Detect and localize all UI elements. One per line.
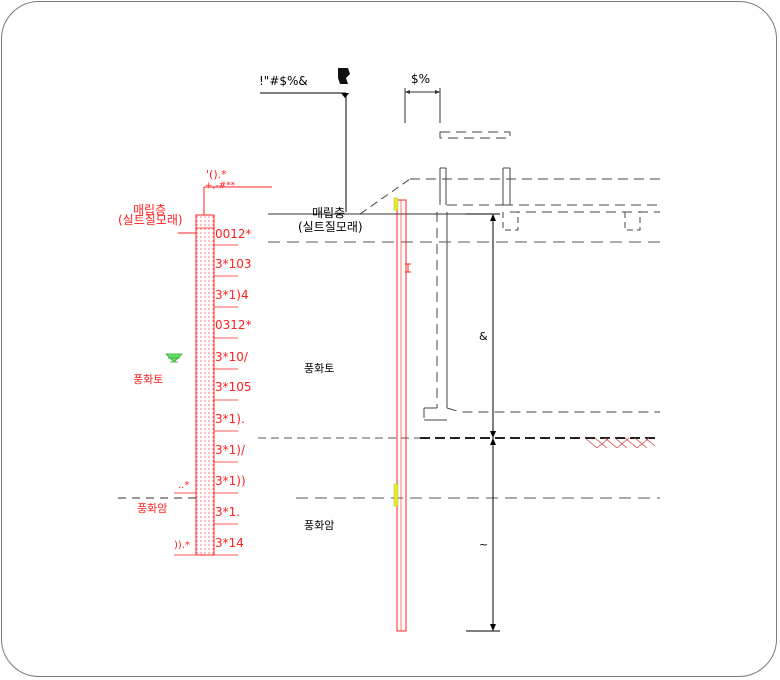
structure-outline xyxy=(359,131,660,421)
nvalue-1: 0012* xyxy=(215,227,252,241)
top-callout-label: !"#$%& xyxy=(259,74,308,88)
depth-mark-1: ..* xyxy=(178,480,189,491)
nvalue-3: 3*1)4 xyxy=(215,288,249,302)
dimension-upper-label: & xyxy=(479,330,488,343)
ground-hatch xyxy=(584,437,656,449)
water-table-icon xyxy=(165,353,183,363)
section-weathered-soil-label: 풍화토 xyxy=(304,362,334,375)
top-callout: !"#$%& xyxy=(259,68,350,212)
top-dimension: $% xyxy=(404,72,441,123)
pile-top-icon xyxy=(338,68,350,84)
layer-weathered-soil-label: 풍화토 xyxy=(133,373,163,386)
nvalue-8: 3*1)/ xyxy=(215,443,246,457)
nvalue-11: 3*14 xyxy=(215,536,244,550)
nvalue-10: 3*1. xyxy=(215,505,240,519)
sheet-pile xyxy=(393,197,411,632)
nvalue-5: 3*10/ xyxy=(215,350,249,364)
layer-weathered-rock-label: 풍화암 xyxy=(137,502,167,515)
borehole-header-2: +,-#** xyxy=(205,181,236,191)
dimension-lower-label: ~ xyxy=(479,538,488,551)
depth-mark-2: )).* xyxy=(174,540,190,551)
nvalue-6: 3*105 xyxy=(215,380,252,394)
section-fill-label-1: 매립층 xyxy=(312,206,345,220)
layer-fill-label-1: 매립층 xyxy=(133,203,166,217)
nvalue-9: 3*1)) xyxy=(215,474,246,488)
nvalue-2: 3*103 xyxy=(215,257,252,271)
top-dimension-label: $% xyxy=(411,72,430,86)
nvalue-4: 0312* xyxy=(215,318,252,332)
vertical-dimensions xyxy=(466,213,500,632)
section-weathered-rock-label: 풍화암 xyxy=(304,519,334,532)
borehole-log: '().* +,-#** 매립층 (실트질모래) 풍화토 풍화암 ..* )).… xyxy=(118,168,272,556)
borehole-header-1: '().* xyxy=(206,168,227,181)
layer-fill-label-2: (실트질모래) xyxy=(118,213,183,227)
nvalue-list: 0012* 3*103 3*1)4 0312* 3*10/ 3*105 3*1)… xyxy=(214,227,252,556)
section-fill-label-2: (실트질모래) xyxy=(298,220,363,234)
nvalue-7: 3*1). xyxy=(215,412,245,426)
